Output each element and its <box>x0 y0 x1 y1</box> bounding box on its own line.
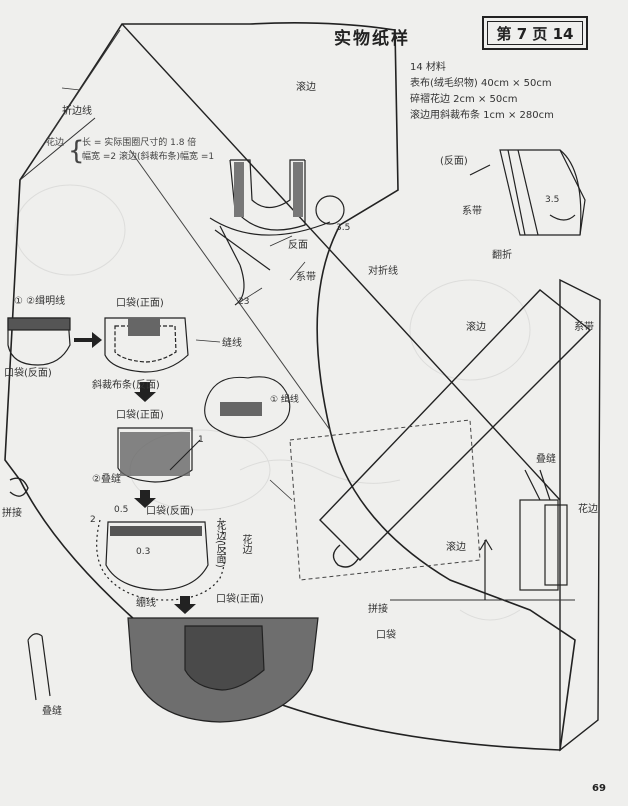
arrow-4 <box>174 596 196 614</box>
label-pocket-front-3: 口袋(正面) <box>116 410 164 421</box>
center-fold-line <box>121 23 561 501</box>
right-panel <box>559 278 601 752</box>
label-tie-right: 系带 <box>574 322 594 333</box>
step5-fabric-pocket <box>127 617 319 723</box>
page-reference-box: 第 7 页 14 <box>482 16 588 50</box>
ruffle-note-label: 花边 <box>46 138 65 148</box>
label-binding-mid: 滚边 <box>466 322 486 333</box>
label-stitch-circle: ① 缉线 <box>270 395 299 405</box>
label-num-35-detail: 3.5 <box>545 195 560 205</box>
label-tie-bib: 系带 <box>296 272 316 283</box>
label-num-23: 23 <box>238 297 250 307</box>
stitch-detail-circle <box>169 376 291 471</box>
ruffle-note-line: 长 = 实际围圈尺寸的 1.8 倍 <box>82 138 197 148</box>
materials-heading: 14 材料 <box>410 62 446 73</box>
label-bias-strip-back: 斜裁布条(反面) <box>92 380 160 391</box>
material-line: 滚边用斜裁布条 1cm × 280cm <box>410 110 554 121</box>
inner-diagonal <box>129 149 331 431</box>
label-seam-line: 缝线 <box>222 338 242 349</box>
step4-ruffle-pocket <box>96 517 226 601</box>
materials-list: 14 材料 表布(绒毛织物) 40cm × 50cm 碎褶花边 2cm × 50… <box>410 60 554 124</box>
label-num-03: 0.3 <box>136 547 151 557</box>
label-pocket-back-4: 口袋(反面) <box>146 506 194 517</box>
tie-binding-detail <box>469 149 586 236</box>
label-fold-line: 折边线 <box>62 106 92 117</box>
label-num-35: 3.5 <box>336 223 351 233</box>
label-back-side: 反面 <box>288 240 308 251</box>
label-join-bottom: 拼接 <box>368 604 388 615</box>
label-pocket-front-2: 口袋(正面) <box>116 298 164 309</box>
material-line: 表布(绒毛织物) 40cm × 50cm <box>410 78 552 89</box>
label-overlap-stitch-left: 叠缝 <box>42 706 62 717</box>
background-faint-marks <box>14 184 531 621</box>
label-num-2: 2 <box>90 515 96 525</box>
label-ruffle: 花边 <box>240 534 251 554</box>
label-join-left: 拼接 <box>2 508 22 519</box>
label-overlap-stitch-1: ②叠缝 <box>92 474 121 485</box>
label-num-1: 1 <box>198 435 204 445</box>
ruffle-detail-right <box>479 469 568 600</box>
label-pocket-bottom: 口袋 <box>376 630 396 641</box>
leader-lines <box>61 87 306 501</box>
pocket-outline-right <box>289 419 481 581</box>
material-line: 碎褶花边 2cm × 50cm <box>410 94 518 105</box>
step1-pocket <box>7 317 71 366</box>
label-fold-over: 翻折 <box>492 250 512 261</box>
brace-icon: { <box>68 136 85 166</box>
page-title: 实物纸样 <box>334 29 410 49</box>
label-step1-nums: ① ②缉明线 <box>14 296 66 307</box>
label-pocket-back-1: 口袋(反面) <box>4 368 52 379</box>
left-edge-curl <box>9 477 29 497</box>
arrow-3 <box>134 490 156 508</box>
label-back-side-detail: (反面) <box>440 156 468 167</box>
label-ruffle-right: 花边 <box>578 504 598 515</box>
page-reference: 第 7 页 14 <box>487 21 583 45</box>
label-overlap-stitch-right: 叠缝 <box>536 454 556 465</box>
ruffle-note-line: 幅宽 =2 滚边(斜裁布条)幅宽 =1 <box>82 152 215 162</box>
overlap-seam-sketch <box>27 633 51 701</box>
page-number: 69 <box>592 783 606 794</box>
ruffle-note: 花边 { 长 = 实际围圈尺寸的 1.8 倍 幅宽 =2 滚边(斜裁布条)幅宽 … <box>46 136 214 164</box>
label-baste-line: 绷线 <box>136 598 156 609</box>
step2-pocket <box>104 317 189 373</box>
step3-pocket <box>117 427 193 483</box>
label-center-fold: 对折线 <box>368 266 398 277</box>
strap-piece <box>319 289 592 561</box>
strap-end-curl <box>332 544 359 568</box>
label-pocket-front-5: 口袋(正面) <box>216 594 264 605</box>
label-tie-detail: 系带 <box>462 206 482 217</box>
bib-sketch <box>209 159 345 306</box>
label-binding-bottom: 滚边 <box>446 542 466 553</box>
bib-pattern-outline <box>4 22 576 751</box>
arrow-2 <box>134 382 156 402</box>
label-ruffle-back: 花边(反面) <box>214 520 225 568</box>
arrow-1 <box>74 332 102 348</box>
label-num-05: 0.5 <box>114 505 129 515</box>
label-binding-top: 滚边 <box>296 82 316 93</box>
